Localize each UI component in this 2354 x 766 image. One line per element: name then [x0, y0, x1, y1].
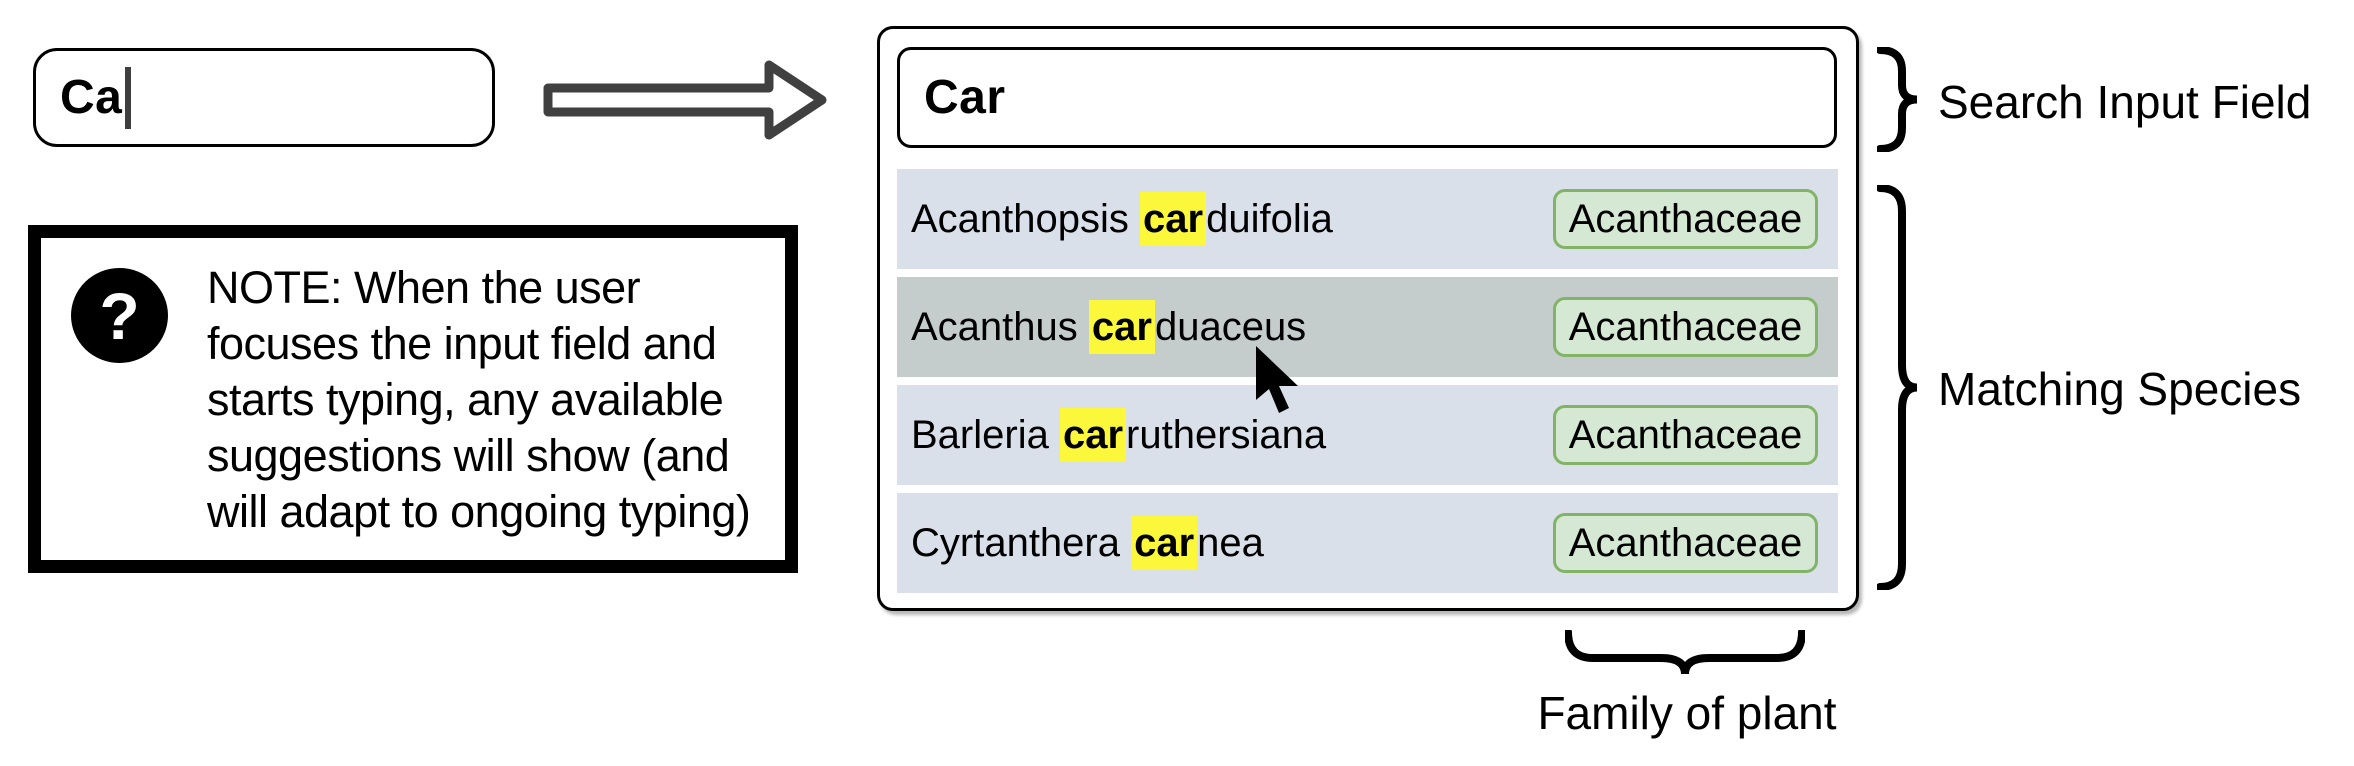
family-badge: Acanthaceae — [1553, 513, 1818, 573]
species-suffix: nea — [1197, 520, 1264, 565]
family-badge: Acanthaceae — [1553, 405, 1818, 465]
match-highlight: car — [1088, 299, 1155, 354]
suggestion-row-hovered[interactable]: Acanthus carduaceus Acanthaceae — [897, 277, 1838, 377]
family-badge: Acanthaceae — [1553, 189, 1818, 249]
note-box: ? NOTE: When the user focuses the input … — [28, 225, 798, 573]
species-prefix: Acanthus — [911, 304, 1089, 349]
species-prefix: Barleria — [911, 412, 1060, 457]
text-cursor — [125, 66, 132, 129]
suggestion-list: Acanthopsis carduifolia Acanthaceae Acan… — [897, 169, 1838, 593]
species-suffix: duaceus — [1154, 304, 1307, 349]
matching-species-label: Matching Species — [1938, 363, 2302, 415]
species-suffix: duifolia — [1206, 196, 1333, 241]
match-highlight: car — [1059, 407, 1127, 462]
species-name: Acanthopsis carduifolia — [911, 191, 1333, 246]
suggestion-row[interactable]: Cyrtanthera carnea Acanthaceae — [897, 493, 1838, 593]
search-input-field-label: Search Input Field — [1938, 76, 2312, 128]
match-highlight: car — [1131, 515, 1198, 570]
family-badge: Acanthaceae — [1553, 297, 1818, 357]
species-suffix: ruthersiana — [1126, 412, 1327, 457]
brace-search-input — [1877, 47, 1918, 152]
mini-search-input-value: Ca — [60, 71, 123, 124]
family-of-plant-label: Family of plant — [1537, 687, 1837, 739]
suggestion-row[interactable]: Acanthopsis carduifolia Acanthaceae — [897, 169, 1838, 269]
match-highlight: car — [1140, 191, 1207, 246]
right-arrow-icon — [543, 60, 827, 140]
species-name: Cyrtanthera carnea — [911, 515, 1264, 570]
species-name: Acanthus carduaceus — [911, 299, 1307, 354]
species-prefix: Acanthopsis — [911, 196, 1141, 241]
brace-matching-species — [1877, 185, 1918, 590]
suggestion-row[interactable]: Barleria carruthersiana Acanthaceae — [897, 385, 1838, 485]
question-mark-icon: ? — [71, 268, 168, 363]
note-text: NOTE: When the user focuses the input fi… — [207, 262, 751, 537]
species-prefix: Cyrtanthera — [911, 520, 1132, 565]
question-mark-glyph: ? — [99, 278, 140, 353]
search-input[interactable]: Car — [897, 47, 1837, 148]
brace-family-of-plant — [1565, 630, 1805, 675]
mini-search-input[interactable]: Ca — [33, 48, 495, 147]
search-input-value: Car — [924, 71, 1006, 124]
species-name: Barleria carruthersiana — [911, 407, 1327, 462]
mouse-pointer-icon — [1256, 346, 1298, 413]
